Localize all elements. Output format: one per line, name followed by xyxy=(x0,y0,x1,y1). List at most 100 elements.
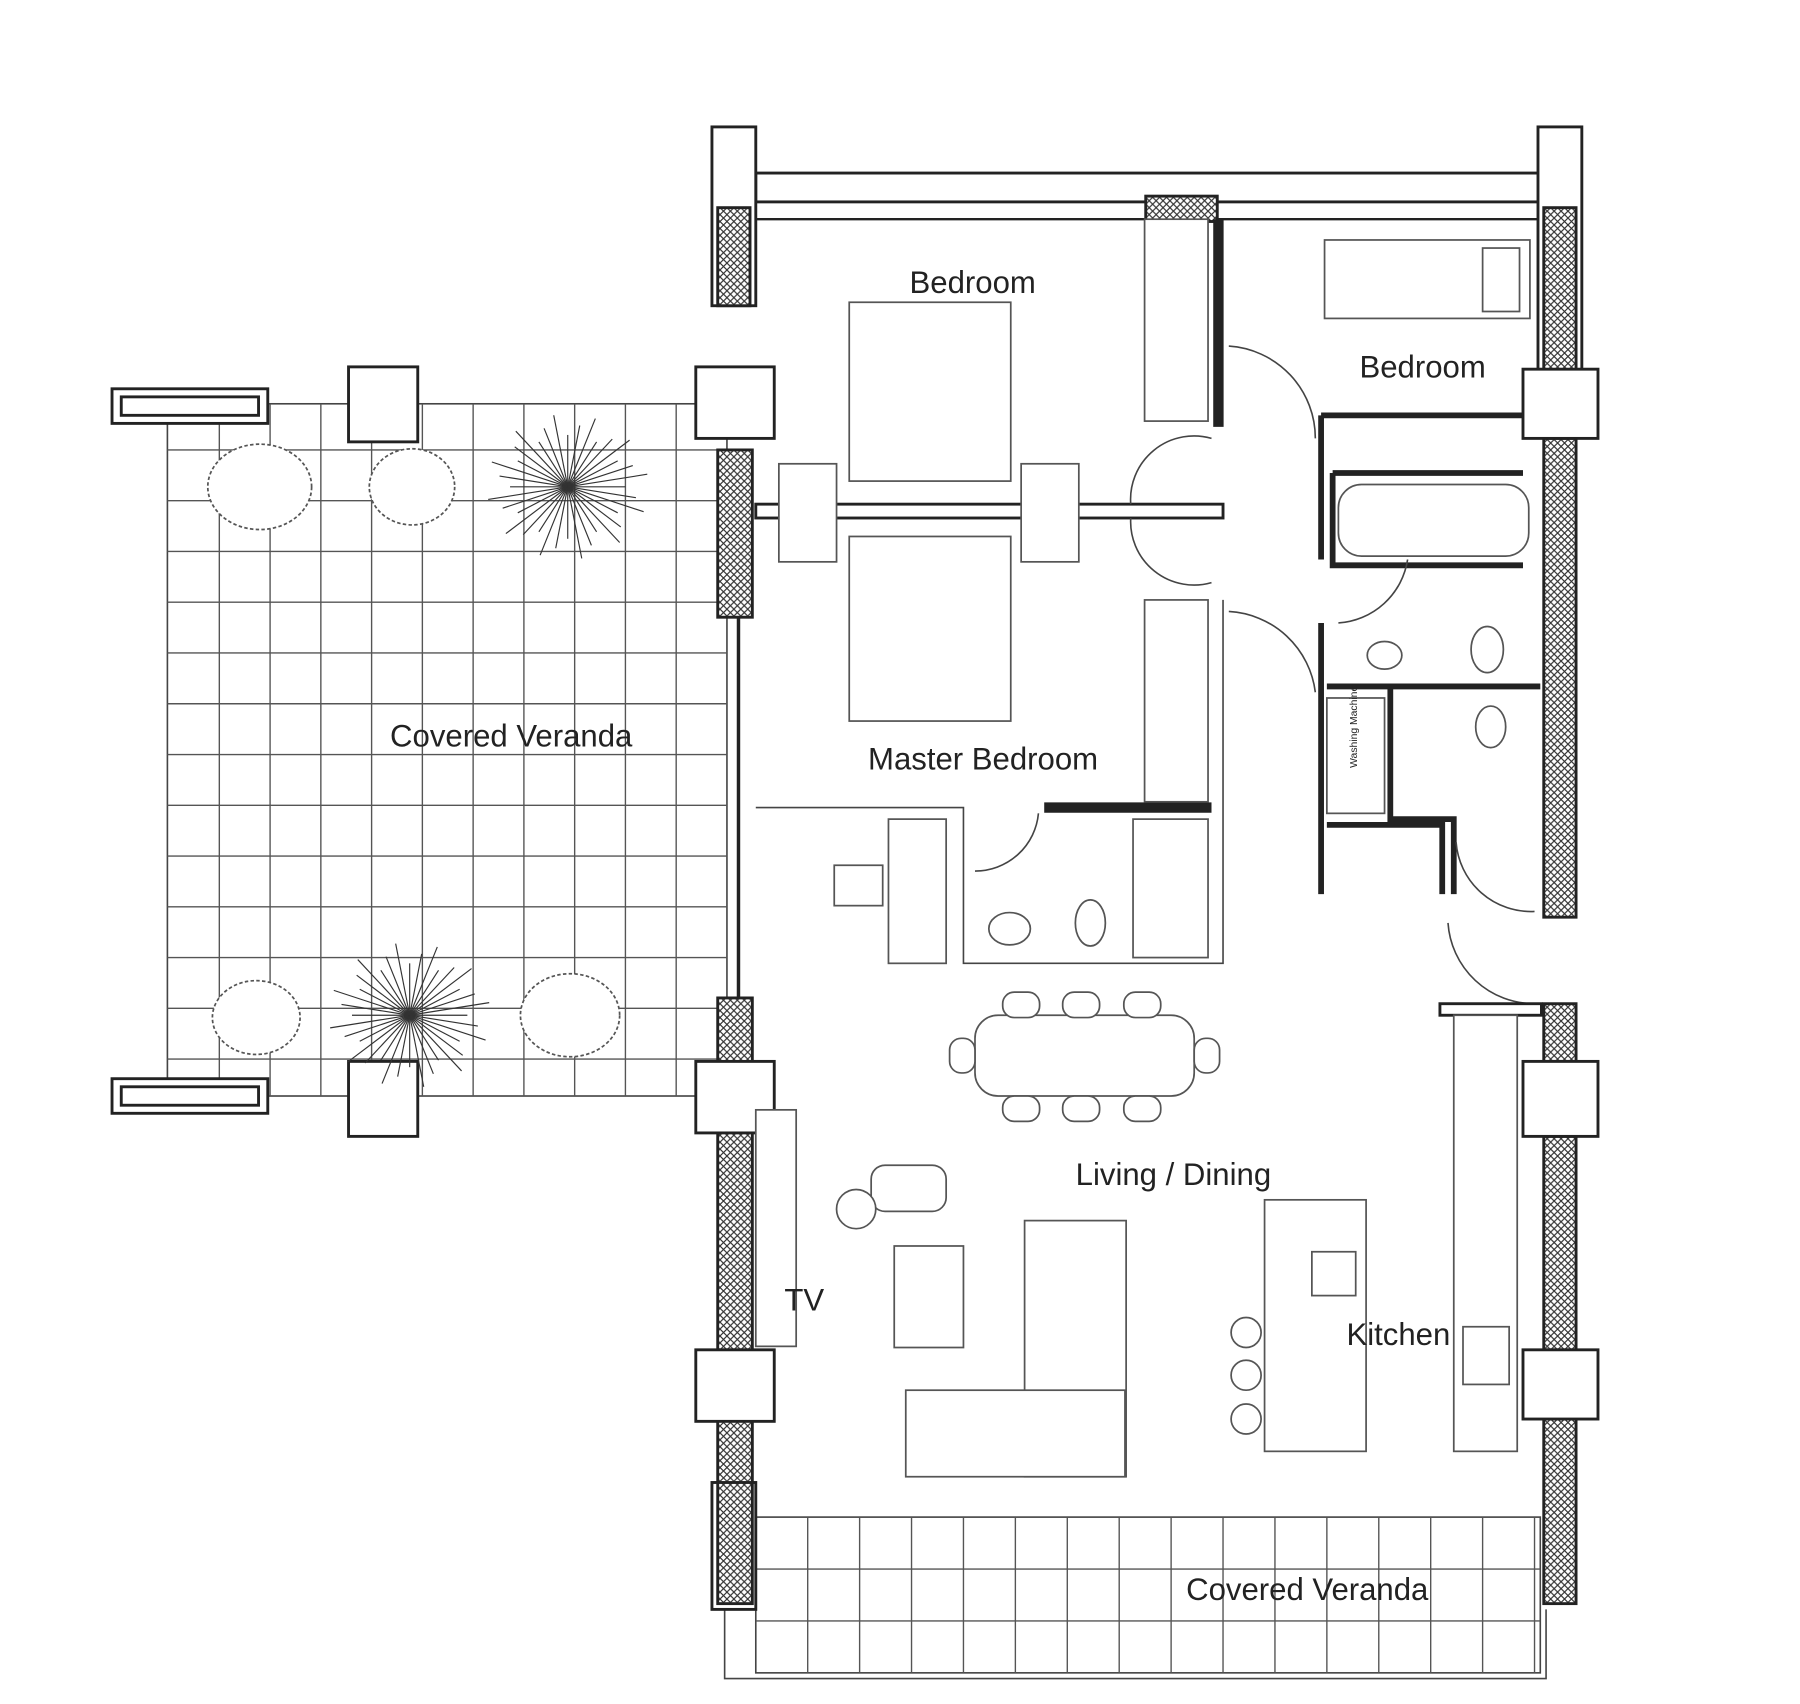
bed xyxy=(848,301,1012,482)
dining-chair xyxy=(1193,1037,1221,1074)
plant-pot xyxy=(206,443,313,531)
label-master-bedroom: Master Bedroom xyxy=(868,742,1098,777)
palm-frond xyxy=(567,438,613,488)
column xyxy=(347,365,420,444)
palm-frond xyxy=(409,988,460,1016)
wardrobe xyxy=(1143,599,1209,803)
palm-frond xyxy=(409,1014,464,1056)
dining-chair xyxy=(1001,1095,1041,1123)
kitchen-counter xyxy=(1452,1014,1519,1453)
washing-machine xyxy=(1326,697,1386,815)
palm-frond xyxy=(409,967,455,1016)
palm-frond xyxy=(553,415,569,487)
palm-frond xyxy=(567,486,618,514)
dining-chair xyxy=(1061,1095,1101,1123)
palm-frond xyxy=(555,486,569,549)
palm-frond xyxy=(341,1003,410,1016)
palm-frond xyxy=(517,486,569,514)
palm-frond xyxy=(409,1014,463,1072)
palm-frond xyxy=(409,1014,486,1041)
palm-frond xyxy=(567,486,598,533)
palm-frond xyxy=(359,1014,410,1042)
column xyxy=(694,365,776,440)
interior-walls xyxy=(754,219,1543,1017)
label-kitchen: Kitchen xyxy=(1346,1317,1450,1352)
palm-frond xyxy=(409,953,423,1016)
palm-frond xyxy=(538,441,569,488)
palm-frond xyxy=(409,1015,425,1087)
palm-frond xyxy=(499,475,568,488)
palm-frond xyxy=(539,486,569,556)
palm-frond xyxy=(502,486,568,509)
palm-frond xyxy=(488,486,568,501)
plant-pot xyxy=(211,979,301,1056)
tv-unit xyxy=(754,1108,798,1348)
dining-chair xyxy=(1001,991,1041,1019)
palm-frond xyxy=(567,486,592,546)
palm-frond xyxy=(543,428,569,488)
palm-frond xyxy=(347,1014,411,1063)
palm-frond xyxy=(333,989,410,1016)
palm-plant xyxy=(330,943,490,1087)
plant-pot xyxy=(519,972,621,1058)
dining-chair xyxy=(1061,991,1101,1019)
label-washing-machine: Washing Machine xyxy=(1349,686,1360,768)
label-living-dining: Living / Dining xyxy=(1076,1157,1272,1192)
label-bedroom: Bedroom xyxy=(910,265,1036,300)
palm-frond xyxy=(397,1015,411,1077)
palm-frond xyxy=(409,946,438,1016)
column xyxy=(1521,1059,1600,1138)
palm-frond xyxy=(567,460,618,488)
palm-frond xyxy=(409,1014,440,1061)
palm-frond xyxy=(515,430,569,488)
left-veranda xyxy=(110,365,728,1138)
bathtub xyxy=(1337,483,1530,557)
shower xyxy=(1132,818,1209,959)
kitchen-island xyxy=(1263,1198,1367,1453)
palm-frond xyxy=(567,486,621,543)
palm-frond xyxy=(409,993,475,1016)
palm-frond xyxy=(567,465,633,488)
dining-table xyxy=(974,1014,1196,1097)
palm-frond xyxy=(356,974,411,1016)
palm-frond xyxy=(567,486,636,499)
palm-frond xyxy=(567,425,581,487)
furniture xyxy=(754,218,1531,1478)
palm-frond xyxy=(409,968,472,1016)
column xyxy=(347,1059,420,1138)
palm-frond xyxy=(567,473,648,488)
palm-frond xyxy=(567,486,644,513)
palm-frond xyxy=(364,1014,411,1064)
column xyxy=(694,1348,776,1423)
palm-plant xyxy=(488,415,648,559)
column xyxy=(1521,367,1600,440)
palm-frond xyxy=(409,1014,460,1042)
label-bedroom-2: Bedroom xyxy=(1359,349,1485,384)
palm-frond xyxy=(567,486,622,528)
armchair xyxy=(870,1164,948,1213)
coffee-table xyxy=(893,1245,965,1349)
palm-frond xyxy=(409,969,440,1016)
label-covered-veranda-bottom: Covered Veranda xyxy=(1186,1572,1429,1607)
palm-frond xyxy=(505,486,569,535)
palm-frond xyxy=(522,486,569,535)
wardrobe xyxy=(1143,218,1209,422)
palm-frond xyxy=(538,486,569,533)
palm-frond xyxy=(567,441,598,488)
palm-frond xyxy=(409,1014,478,1027)
plant-pot xyxy=(368,447,456,526)
bed xyxy=(848,535,1012,722)
label-tv: TV xyxy=(784,1283,824,1318)
palm-frond xyxy=(395,943,411,1016)
palm-frond xyxy=(381,1015,411,1084)
palm-frond xyxy=(567,486,583,559)
bottom-veranda xyxy=(723,1516,1547,1680)
sofa xyxy=(904,1389,1126,1478)
palm-frond xyxy=(409,1015,434,1075)
palm-frond xyxy=(380,1014,411,1061)
palm-frond xyxy=(409,1002,490,1016)
dining-chair xyxy=(1122,991,1162,1019)
palm-frond xyxy=(567,418,596,488)
column xyxy=(1521,1348,1600,1421)
